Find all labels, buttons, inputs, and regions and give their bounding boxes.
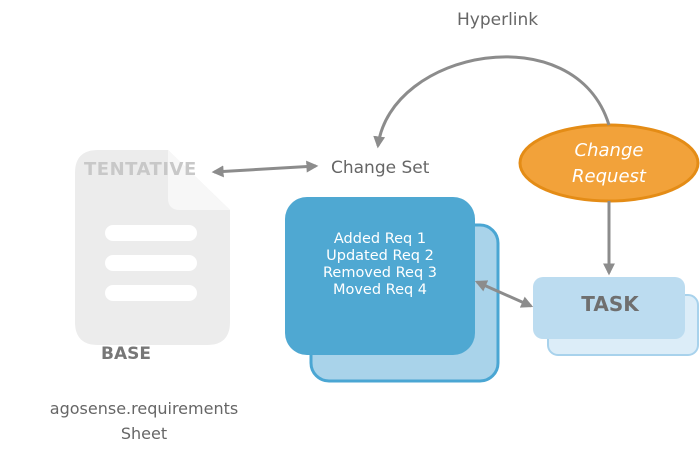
document-line bbox=[105, 255, 197, 271]
change-set-item: Added Req 1 bbox=[333, 231, 427, 247]
change-set-item: Updated Req 2 bbox=[326, 248, 434, 264]
change-set-front-box bbox=[285, 197, 475, 355]
source-caption-line: agosense.requirements bbox=[49, 399, 239, 418]
double-arrow-icon bbox=[474, 280, 534, 308]
change-set-label: Change Set bbox=[331, 158, 430, 178]
tentative-label: TENTATIVE bbox=[84, 159, 197, 180]
document-icon bbox=[75, 150, 230, 345]
double-arrow-icon bbox=[211, 160, 319, 178]
change-request-line: Change bbox=[574, 140, 644, 161]
change-set-item: Moved Req 4 bbox=[332, 282, 428, 298]
hyperlink-label: Hyperlink bbox=[457, 10, 539, 30]
document-line bbox=[105, 285, 197, 301]
change-set-items: Added Req 1 Updated Req 2 Removed Req 3 … bbox=[300, 231, 460, 299]
change-set-item: Removed Req 3 bbox=[322, 265, 438, 281]
change-request-label: Change Request bbox=[522, 138, 696, 190]
document-line bbox=[105, 225, 197, 241]
base-label: BASE bbox=[101, 344, 151, 364]
source-caption-line: Sheet bbox=[120, 424, 168, 443]
task-label: TASK bbox=[581, 292, 639, 316]
curved-arrow-icon bbox=[373, 55, 611, 149]
source-caption: agosense.requirements Sheet bbox=[34, 396, 254, 446]
task-front-box bbox=[533, 277, 685, 339]
change-request-line: Request bbox=[572, 166, 646, 187]
